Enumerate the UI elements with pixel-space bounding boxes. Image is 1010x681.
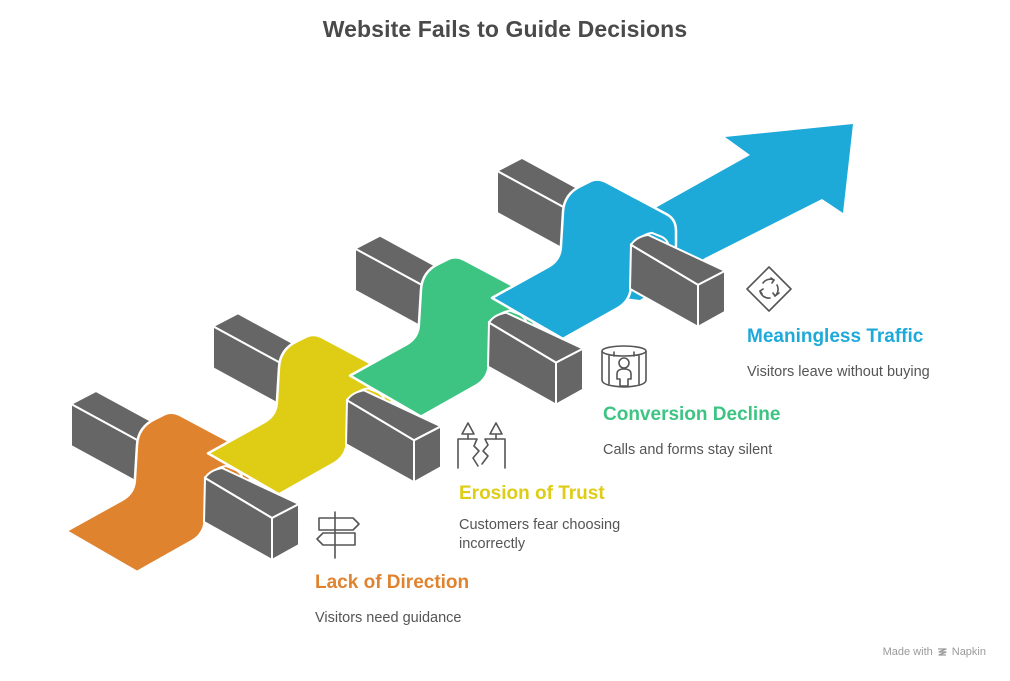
step-title-erosion-of-trust: Erosion of Trust bbox=[459, 483, 605, 504]
diagram-title: Website Fails to Guide Decisions bbox=[322, 16, 688, 42]
person-in-cage-icon bbox=[601, 345, 647, 388]
block-front-3 bbox=[486, 311, 586, 407]
block-front-4 bbox=[628, 233, 728, 329]
signpost-icon bbox=[316, 511, 360, 559]
step-title-meaningless-traffic: Meaningless Traffic bbox=[747, 326, 924, 347]
step-title-lack-of-direction: Lack of Direction bbox=[315, 572, 470, 593]
broken-bridge-icon bbox=[457, 422, 506, 469]
block-front-1 bbox=[202, 466, 302, 562]
block-front-2 bbox=[344, 389, 444, 485]
made-with-label: Made with bbox=[882, 646, 933, 658]
step-4-group bbox=[490, 156, 728, 341]
napkin-brand-label: Napkin bbox=[951, 646, 986, 658]
napkin-attribution[interactable]: Made with Napkin bbox=[883, 646, 986, 658]
step-description-conversion-decline: Calls and forms stay silent bbox=[603, 442, 773, 458]
step-description-meaningless-traffic: Visitors leave without buying bbox=[747, 364, 930, 380]
step-description-lack-of-direction: Visitors need guidance bbox=[315, 610, 462, 626]
roundabout-sign-icon bbox=[746, 266, 792, 312]
step-description-erosion-of-trust: Customers fear choosing incorrectly bbox=[459, 517, 621, 552]
step-title-conversion-decline: Conversion Decline bbox=[603, 404, 781, 425]
napkin-logo-icon bbox=[937, 647, 947, 656]
